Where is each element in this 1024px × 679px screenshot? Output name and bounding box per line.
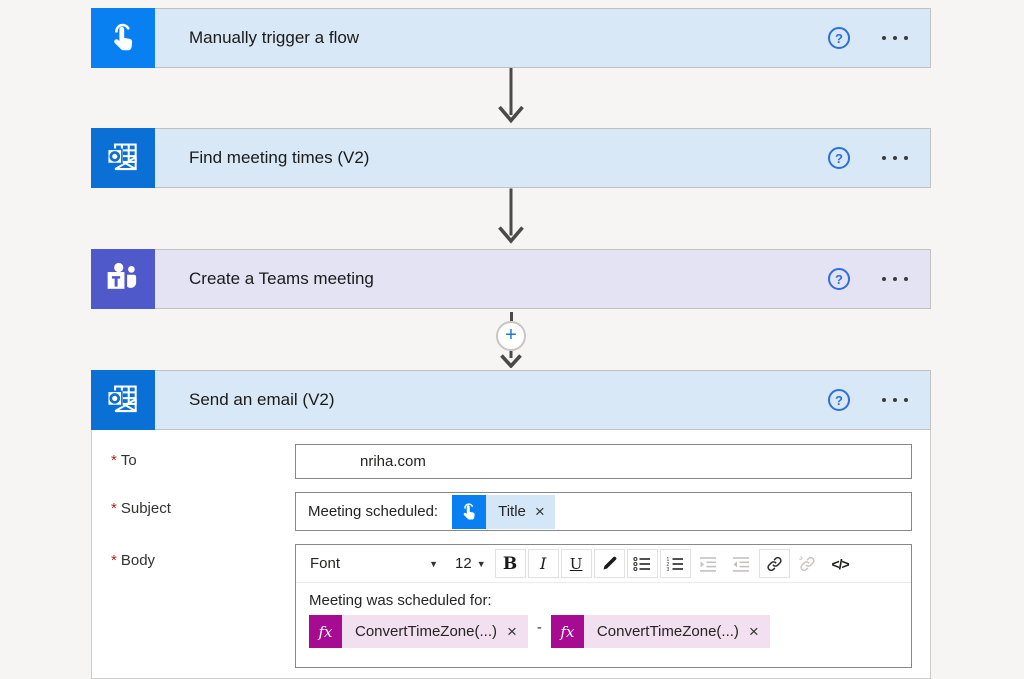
font-family-dropdown[interactable]: Font ▼ (301, 549, 447, 579)
outdent-icon (732, 556, 750, 572)
expression-token-converttimezone-2[interactable]: fx ConvertTimeZone(...) × (550, 615, 770, 648)
flow-connector-insert: + (91, 309, 931, 370)
font-size-value: 12 (455, 555, 472, 572)
required-mark: * (111, 452, 117, 469)
to-row: *To nriha.com (92, 444, 930, 479)
body-row: *Body Font ▼ 12 ▼ B (92, 544, 930, 668)
indent-icon (699, 556, 717, 572)
italic-button[interactable]: I (527, 549, 559, 578)
more-menu-icon[interactable] (880, 392, 910, 408)
expression-tokens-line: fx ConvertTimeZone(...) × - fx ConvertTi… (309, 615, 898, 648)
expression-label: ConvertTimeZone(...) (596, 623, 739, 640)
help-glyph: ? (835, 30, 843, 46)
required-mark: * (111, 500, 117, 517)
flow-connector-arrow (91, 68, 931, 128)
required-mark: * (111, 552, 117, 569)
remove-link-button (791, 549, 823, 578)
step-card-create-teams-meeting: Create a Teams meeting ? (91, 249, 931, 309)
code-view-button[interactable]: </> (824, 549, 856, 578)
pen-icon (603, 556, 616, 570)
numbered-list-icon (666, 555, 684, 572)
manual-trigger-icon (452, 494, 487, 529)
fx-icon: fx (550, 615, 584, 648)
more-menu-icon[interactable] (880, 150, 910, 166)
step-title: Manually trigger a flow (189, 28, 360, 47)
help-icon[interactable]: ? (828, 27, 850, 49)
flow-canvas: Manually trigger a flow ? Find meeting t… (91, 8, 931, 679)
step-title: Send an email (V2) (189, 390, 335, 409)
help-icon[interactable]: ? (828, 268, 850, 290)
teams-icon (91, 249, 155, 309)
arrowhead-down-icon (499, 350, 523, 368)
outlook-icon (91, 370, 155, 430)
header-actions: ? (828, 268, 910, 290)
expression-token-converttimezone-1[interactable]: fx ConvertTimeZone(...) × (309, 615, 528, 648)
bold-button[interactable]: B (494, 549, 526, 578)
help-glyph: ? (835, 271, 843, 287)
step-title: Find meeting times (V2) (189, 148, 370, 167)
step-card-find-meeting-times: Find meeting times (V2) ? (91, 128, 931, 188)
send-email-form: *To nriha.com *Subject Meeting scheduled… (91, 430, 931, 679)
token-label: Title (498, 503, 526, 520)
remove-token-icon[interactable]: × (506, 622, 517, 641)
step-card-send-an-email: Send an email (V2) ? *To nriha.com (91, 370, 931, 679)
dynamic-content-token-title[interactable]: Title × (452, 494, 555, 529)
step-header-manually-trigger[interactable]: Manually trigger a flow ? (91, 8, 931, 68)
link-icon (766, 556, 782, 571)
bullet-list-icon (633, 556, 651, 571)
help-icon[interactable]: ? (828, 389, 850, 411)
subject-input[interactable]: Meeting scheduled: Title × (295, 492, 912, 531)
body-rich-text-editor: Font ▼ 12 ▼ B I U (295, 544, 912, 668)
more-menu-icon[interactable] (880, 30, 910, 46)
help-icon[interactable]: ? (828, 147, 850, 169)
body-text: Meeting was scheduled for: (309, 592, 492, 609)
to-input[interactable]: nriha.com (295, 444, 912, 479)
highlight-pen-button[interactable] (593, 549, 625, 578)
chevron-down-icon: ▼ (429, 558, 438, 569)
rich-text-toolbar: Font ▼ 12 ▼ B I U (296, 545, 911, 583)
outdent-button (725, 549, 757, 578)
unlink-icon (798, 555, 815, 571)
header-actions: ? (828, 147, 910, 169)
subject-row: *Subject Meeting scheduled: Title × (92, 492, 930, 531)
font-family-value: Font (310, 555, 341, 572)
manual-trigger-icon (91, 8, 155, 68)
chevron-down-icon: ▼ (476, 558, 486, 569)
to-value: nriha.com (360, 453, 426, 470)
font-size-dropdown[interactable]: 12 ▼ (447, 549, 494, 579)
connector-line (509, 311, 513, 321)
separator-text: - (536, 619, 542, 636)
step-title: Create a Teams meeting (189, 269, 374, 288)
header-actions: ? (828, 27, 910, 49)
outlook-icon (91, 128, 155, 188)
to-label: *To (111, 452, 137, 469)
underline-button[interactable]: U (560, 549, 592, 578)
subject-text: Meeting scheduled: (308, 503, 439, 520)
arrow-down-icon (497, 188, 525, 243)
indent-button (692, 549, 724, 578)
step-card-manually-trigger-a-flow: Manually trigger a flow ? (91, 8, 931, 68)
body-label: *Body (111, 552, 156, 569)
help-glyph: ? (835, 150, 843, 166)
more-menu-icon[interactable] (880, 271, 910, 287)
fx-icon: fx (309, 615, 342, 648)
step-header-create-teams-meeting[interactable]: Create a Teams meeting ? (91, 249, 931, 309)
flow-connector-arrow (91, 188, 931, 249)
insert-step-button[interactable]: + (496, 320, 526, 351)
remove-token-icon[interactable]: × (534, 502, 545, 521)
help-glyph: ? (835, 392, 843, 408)
plus-icon: + (505, 323, 517, 346)
numbered-list-button[interactable] (659, 549, 691, 578)
bullet-list-button[interactable] (626, 549, 658, 578)
remove-token-icon[interactable]: × (748, 622, 759, 641)
expression-label: ConvertTimeZone(...) (355, 623, 497, 640)
subject-label: *Subject (111, 500, 171, 517)
step-header-find-meeting-times[interactable]: Find meeting times (V2) ? (91, 128, 931, 188)
step-header-send-an-email[interactable]: Send an email (V2) ? (91, 370, 931, 430)
header-actions: ? (828, 389, 910, 411)
arrow-down-icon (497, 68, 525, 123)
insert-link-button[interactable] (758, 549, 790, 578)
body-content-area[interactable]: Meeting was scheduled for: fx ConvertTim… (296, 583, 911, 668)
